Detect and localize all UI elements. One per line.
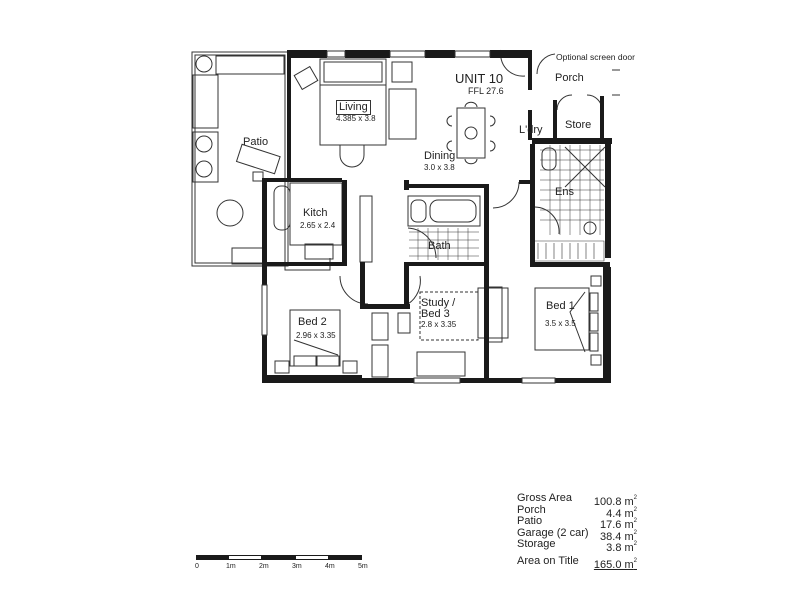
room-living-dims: 4.385 x 3.8 [336,114,376,123]
room-patio-label: Patio [243,136,269,148]
scale-bar [196,555,362,560]
ffl-label: FFL 27.6 [468,86,504,96]
room-living-label: Living [336,100,371,115]
screen-door-note: Optional screen door [556,52,635,62]
room-study-dims: 2.8 x 3.35 [421,320,457,329]
scale-tick-3: 3m [292,563,302,570]
room-kitchen-label: Kitch [303,207,328,219]
area-row-porch: Porch 4.4 m2 [517,503,637,520]
scale-tick-0: 0 [195,563,199,570]
room-store-label: Store [565,119,592,131]
room-bed1-label: Bed 1 [546,300,575,312]
area-row-garage: Garage (2 car) 38.4 m2 [517,526,637,543]
area-row-patio: Patio 17.6 m2 [517,515,637,531]
room-bed1-dims: 3.5 x 3.5 [545,319,576,328]
scale-tick-4: 4m [325,563,335,570]
scale-tick-2: 2m [259,563,269,570]
room-bed2-dims: 2.96 x 3.35 [296,331,336,340]
area-schedule: Gross Area 100.8 m2 Porch 4.4 m2 Patio 1… [517,492,637,571]
room-study-label-2: Bed 3 [421,308,450,320]
unit-title: UNIT 10 [455,71,504,86]
room-dining-label: Dining [424,150,456,162]
patio-outline [191,51,289,267]
scale-tick-5: 5m [358,563,368,570]
room-ensuite-label: Ens [555,186,574,198]
room-porch-label: Porch [555,72,584,84]
room-dining-dims: 3.0 x 3.8 [424,163,455,172]
room-study-label: Study / [421,297,456,309]
room-laundry-label: L'dry [519,124,543,136]
room-bed2-label: Bed 2 [298,316,327,328]
room-bath-label: Bath [428,240,451,252]
area-row-title: Area on Title 165.0 m2 [517,554,637,571]
room-kitchen-dims: 2.65 x 2.4 [300,221,336,230]
scale-tick-1: 1m [226,563,236,570]
area-row-storage: Storage 3.8 m2 [517,538,637,554]
area-row-gross: Gross Area 100.8 m2 [517,492,637,508]
